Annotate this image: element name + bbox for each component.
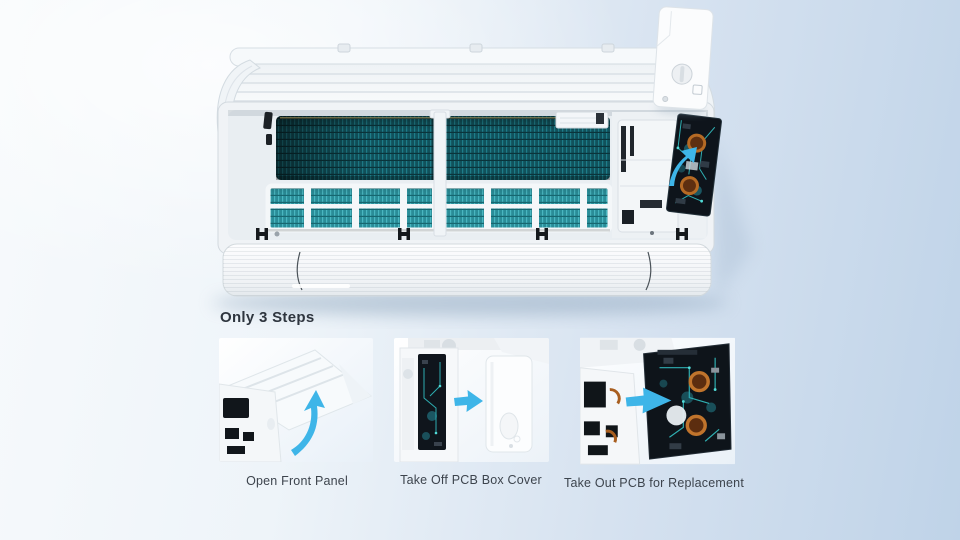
step-2-caption: Take Off PCB Box Cover xyxy=(400,473,542,487)
pcb-board xyxy=(643,343,732,460)
box-cover xyxy=(485,355,533,453)
step-3-illustration xyxy=(580,337,735,465)
step-3-thumbnail xyxy=(580,337,735,465)
unit-corner xyxy=(219,383,282,462)
step-1-illustration xyxy=(219,338,373,462)
pcb-box-cover xyxy=(652,6,714,116)
latch-and-bracket xyxy=(263,111,609,145)
center-divider xyxy=(429,109,451,237)
step-2-illustration xyxy=(394,338,549,462)
panel-clips xyxy=(256,228,688,240)
arrow-up-icon xyxy=(669,147,697,186)
curved-up-arrow-icon xyxy=(291,390,325,456)
steps-heading: Only 3 Steps xyxy=(220,309,315,326)
step-1-thumbnail xyxy=(219,338,373,462)
open-pcb-bay xyxy=(399,347,459,462)
step-2-thumbnail xyxy=(394,338,549,462)
machinery-top xyxy=(408,338,549,364)
bottom-louver xyxy=(222,243,712,297)
open-front-panel xyxy=(216,43,716,133)
right-arrow-icon xyxy=(625,387,672,414)
step-3-caption: Take Out PCB for Replacement xyxy=(564,476,744,490)
unit-side xyxy=(580,367,641,465)
right-arrow-icon xyxy=(454,390,483,412)
step-1-caption: Open Front Panel xyxy=(246,474,348,488)
